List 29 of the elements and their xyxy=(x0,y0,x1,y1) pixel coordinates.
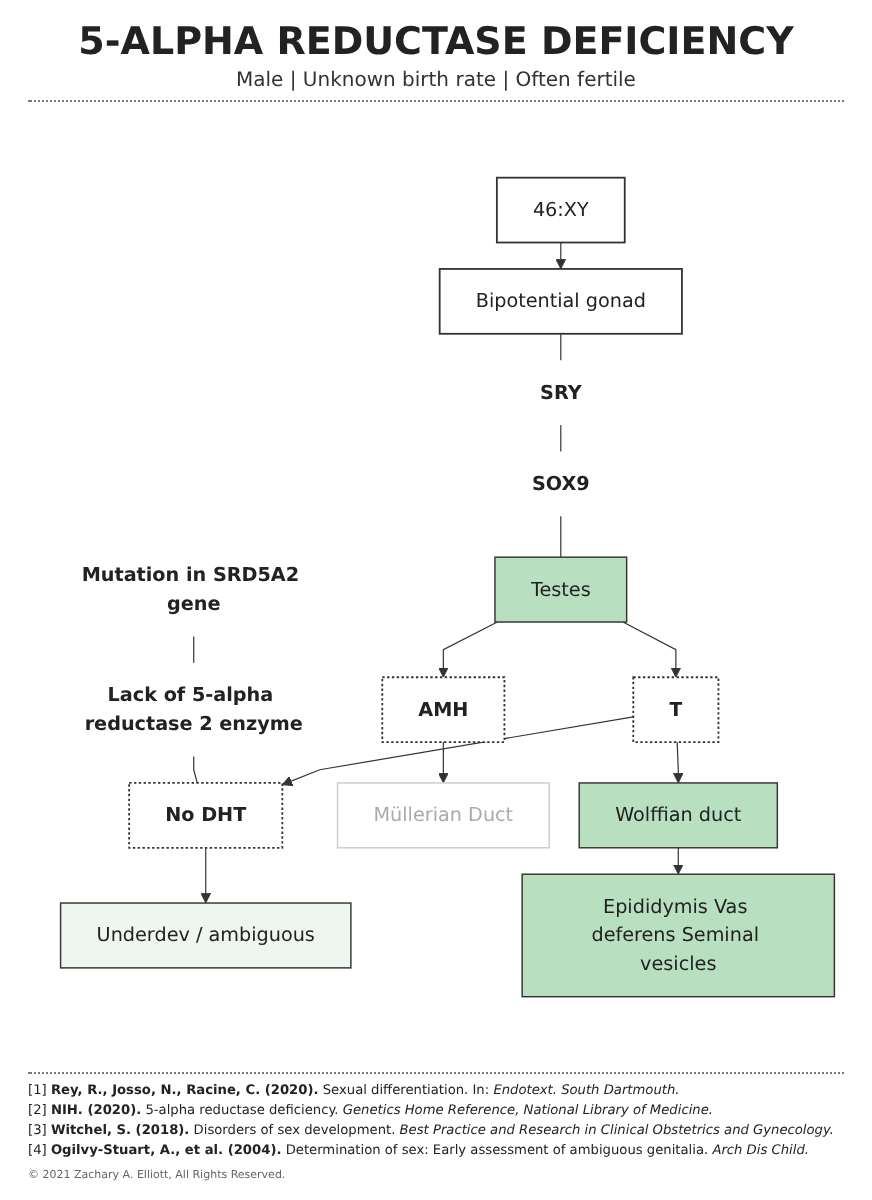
node-box: T xyxy=(632,676,720,743)
node-box: No DHT xyxy=(128,782,284,849)
node-box: Underdev / ambiguous xyxy=(59,902,352,969)
node-text: SOX9 xyxy=(531,471,590,495)
node-box: Bipotential gonad xyxy=(438,268,683,335)
connector xyxy=(560,515,562,558)
node-box: 46:XY xyxy=(495,176,626,244)
connector xyxy=(560,333,562,361)
node-text: Lack of 5-alpha reductase 2 enzyme xyxy=(84,683,303,735)
arrow xyxy=(281,716,634,787)
node-box: AMH xyxy=(381,676,506,743)
arrow xyxy=(673,741,684,784)
connector xyxy=(193,635,195,664)
subtitle: Male | Unknown birth rate | Often fertile xyxy=(234,70,638,92)
node-box: Müllerian Duct xyxy=(336,782,550,849)
arrow xyxy=(555,241,567,270)
arrow xyxy=(200,847,211,904)
title: 5-ALPHA REDUCTASE DEFICIENCY xyxy=(76,20,796,64)
node-box: Wolffian duct xyxy=(578,782,779,849)
node-text: Mutation in SRD5A2 gene xyxy=(81,563,300,615)
connector xyxy=(560,424,562,453)
connector xyxy=(193,755,198,784)
node-box: Epididymis Vas deferens Seminal vesicles xyxy=(521,873,836,998)
arrow xyxy=(438,741,449,784)
node-box: Testes xyxy=(494,556,628,623)
node-text: SRY xyxy=(540,380,582,404)
arrow xyxy=(622,621,682,678)
arrow xyxy=(673,847,684,875)
arrow xyxy=(438,621,498,678)
